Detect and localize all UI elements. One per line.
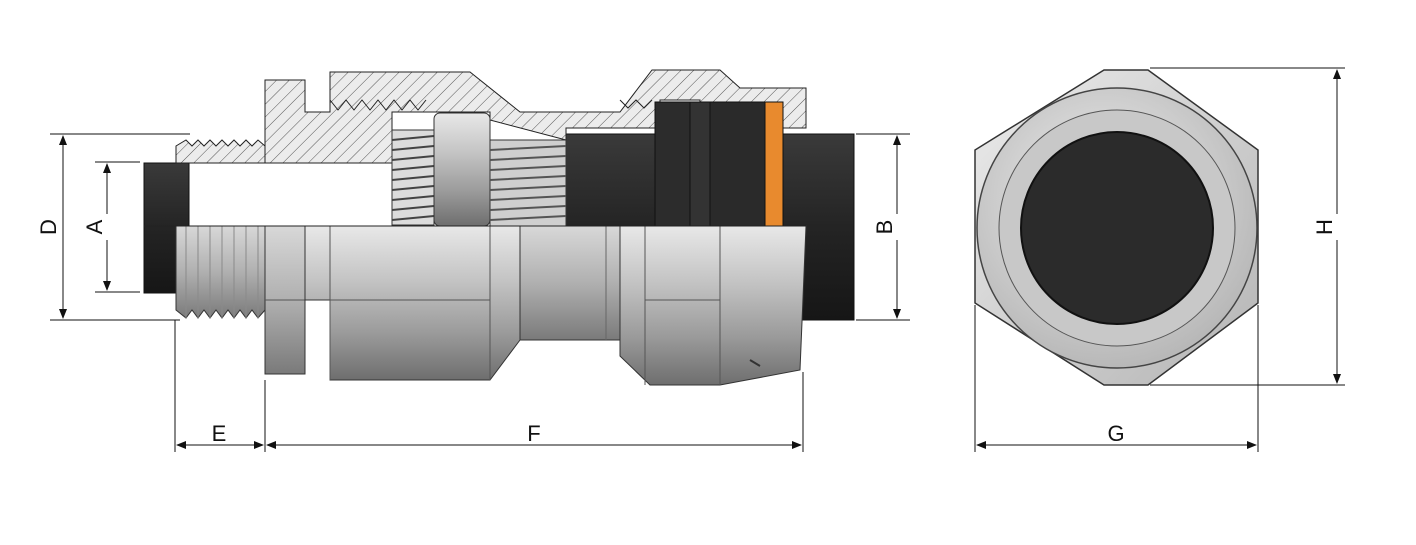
seal-3 xyxy=(709,101,766,227)
internal-thread-teeth xyxy=(329,99,427,111)
cap-thread-teeth xyxy=(619,99,653,109)
cable-end xyxy=(1020,131,1214,325)
armour-cone xyxy=(391,129,435,226)
clamping-ring xyxy=(433,112,491,227)
entry-thread-section xyxy=(175,139,266,164)
body-neck xyxy=(519,225,621,341)
side-view xyxy=(143,69,855,386)
label-D: D xyxy=(36,219,61,235)
label-F: F xyxy=(527,421,540,446)
body-hex-lower xyxy=(304,225,521,381)
label-A: A xyxy=(82,219,107,234)
seal-1 xyxy=(654,101,691,227)
label-E: E xyxy=(212,421,227,446)
label-B: B xyxy=(872,220,897,235)
dimension-labels: D A B E F G H xyxy=(36,214,1338,446)
entry-thread-external xyxy=(175,225,266,319)
cap-nut-lower xyxy=(619,225,807,386)
label-H: H xyxy=(1312,219,1337,235)
front-view xyxy=(974,69,1259,386)
armour-wires xyxy=(489,139,567,227)
seal-orange-ring xyxy=(764,101,784,227)
label-G: G xyxy=(1107,421,1124,446)
seal-2 xyxy=(689,101,711,227)
entry-thread-lines xyxy=(185,226,259,318)
dimensions xyxy=(50,67,1345,452)
